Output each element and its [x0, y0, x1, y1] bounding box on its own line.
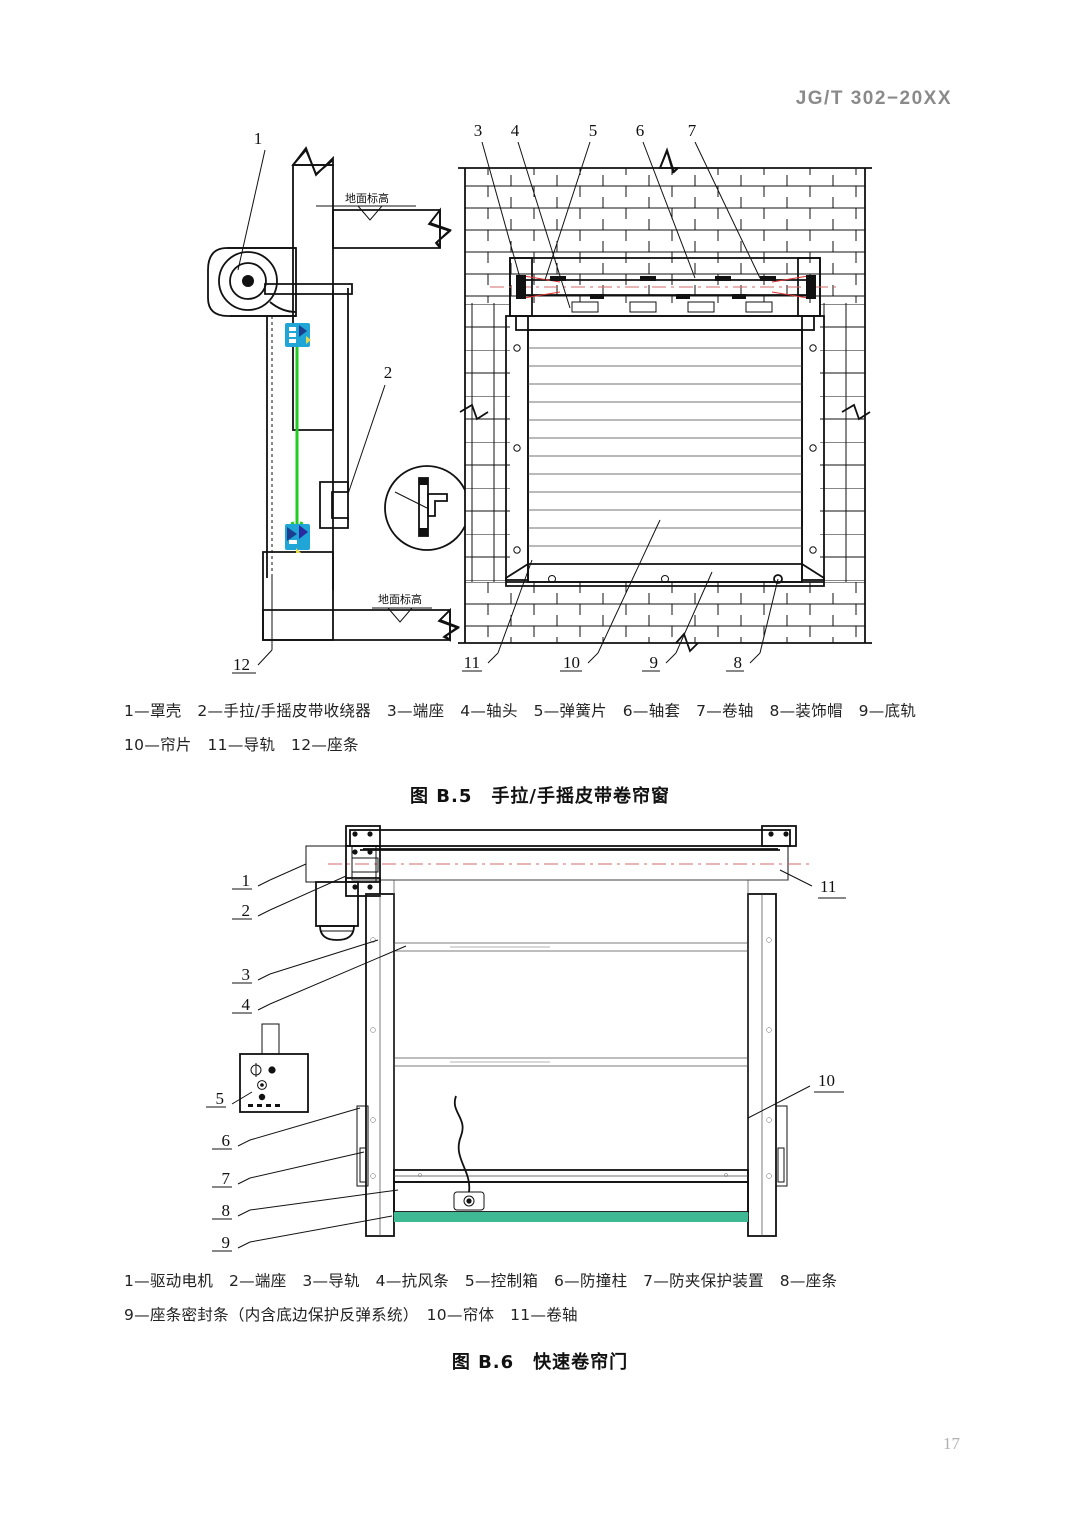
header-beam: [328, 825, 810, 881]
legend-line: 1—罩壳 2—手拉/手摇皮带收绕器 3—端座 4—轴头 5—弹簧片 6—轴套 7…: [124, 702, 917, 720]
callout-label: 8: [222, 1201, 231, 1220]
callout-5-b5: 5: [544, 121, 598, 281]
figure-b6-legend: 1—驱动电机 2—端座 3—导轨 4—抗风条 5—控制箱 6—防撞柱 7—防夹保…: [124, 1264, 964, 1332]
callout-6-b6: 6: [212, 1107, 361, 1150]
callout-4-b5: 4: [511, 121, 571, 309]
detail-section-profile: [418, 477, 448, 537]
ground-level-label-top: 地面标高: [345, 191, 389, 205]
callout-1-b5: 1: [237, 129, 266, 271]
callout-label: 5: [589, 121, 598, 140]
guide-rails: [505, 315, 825, 581]
callout-label: 3: [242, 965, 251, 984]
page-header-standard-code: JG/T 302−20XX: [795, 88, 952, 109]
brick-wall-elevation: [458, 167, 872, 644]
callout-11-b5: 11: [462, 559, 533, 672]
callout-9-b6: 9: [212, 1215, 393, 1252]
callout-8-b6: 8: [212, 1189, 399, 1220]
figure-b5-drawing: 地面标高 地面: [120, 120, 980, 680]
callout-label: 7: [688, 121, 697, 140]
callout-label: 9: [650, 653, 659, 672]
callout-8-b5: 8: [726, 578, 779, 672]
callout-label: 1: [242, 871, 251, 890]
control-box: [239, 1023, 309, 1113]
callout-label: 4: [242, 995, 251, 1014]
callout-label: 12: [233, 655, 250, 674]
callout-11-b6: 11: [779, 869, 846, 899]
page-number: 17: [943, 1434, 960, 1453]
callout-label: 4: [511, 121, 520, 140]
curtain-slats: [527, 329, 803, 583]
callout-4-b6: 4: [232, 945, 407, 1014]
guide-rail-right: [747, 893, 777, 1237]
callout-3-b5: 3: [474, 121, 521, 279]
anti-collision-post-left: [356, 1105, 369, 1187]
belt-fitting-bottom: [285, 524, 310, 553]
belt-fitting-top: [285, 323, 311, 347]
callout-label: 6: [222, 1131, 231, 1150]
legend-line: 1—驱动电机 2—端座 3—导轨 4—抗风条 5—控制箱 6—防撞柱 7—防夹保…: [124, 1272, 838, 1290]
callout-7-b6: 7: [212, 1151, 365, 1188]
figure-b5-caption: 图 B.5 手拉/手摇皮带卷帘窗: [410, 786, 670, 807]
ground-level-label-bottom: 地面标高: [378, 592, 422, 606]
callout-2-b6: 2: [232, 875, 347, 920]
callout-label: 8: [734, 653, 743, 672]
legend-line: 9—座条密封条（内含底边保护反弹系统） 10—帘体 11—卷轴: [124, 1306, 578, 1324]
roller-shaft-assembly: [490, 257, 840, 331]
callout-2-b5: 2: [347, 363, 428, 509]
callout-label: 6: [636, 121, 645, 140]
callout-label: 5: [216, 1089, 225, 1108]
anti-collision-post-right: [775, 1105, 788, 1187]
legend-line: 10—帘片 11—导轨 12—座条: [124, 736, 359, 754]
callout-label: 2: [242, 901, 251, 920]
callout-label: 9: [222, 1233, 231, 1252]
callout-5-b6: 5: [206, 1089, 253, 1108]
callout-10-b5: 10: [560, 519, 661, 672]
figure-b6-drawing: 1 2 3 4 5: [120, 818, 980, 1258]
callout-12-b5: 12: [232, 576, 273, 674]
callout-label: 7: [222, 1169, 231, 1188]
callout-label: 10: [563, 653, 580, 672]
callout-label: 11: [820, 877, 836, 896]
callout-label: 10: [818, 1071, 835, 1090]
callout-7-b5: 7: [688, 121, 761, 279]
figure-b5-legend: 1—罩壳 2—手拉/手摇皮带收绕器 3—端座 4—轴头 5—弹簧片 6—轴套 7…: [124, 694, 964, 762]
callout-label: 11: [464, 653, 480, 672]
curtain-body: [393, 879, 749, 1217]
figure-b6-caption: 图 B.6 快速卷帘门: [451, 1352, 629, 1373]
callout-6-b5: 6: [636, 121, 696, 279]
drive-motor-assembly: [305, 845, 381, 941]
callout-3-b6: 3: [232, 939, 379, 984]
bottom-rail: [505, 563, 825, 587]
callout-label: 3: [474, 121, 483, 140]
bottom-seal-strip: [394, 1212, 748, 1222]
guide-rail-left: [365, 893, 395, 1237]
callout-10-b6: 10: [747, 1071, 844, 1119]
callout-label: 2: [384, 363, 393, 382]
bottom-bar: [393, 1095, 749, 1213]
callout-1-b6: 1: [232, 863, 307, 890]
callout-9-b5: 9: [642, 571, 713, 672]
callout-label: 1: [254, 129, 263, 148]
